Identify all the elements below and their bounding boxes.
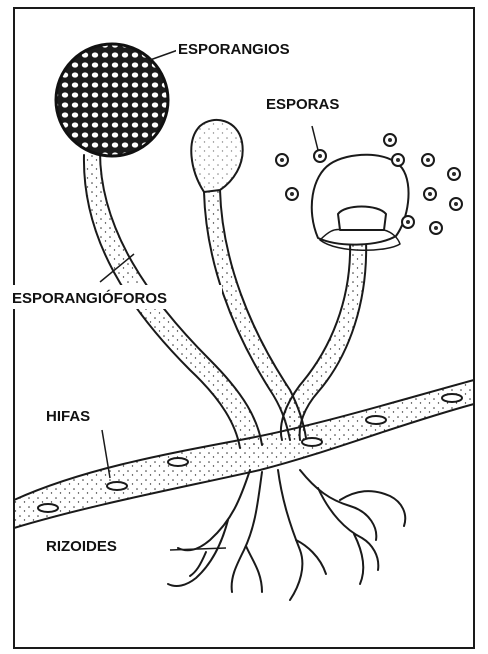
spore	[424, 188, 436, 200]
sporangiophore-2	[191, 120, 306, 440]
leader-sporangia	[150, 50, 178, 60]
spore	[384, 134, 396, 146]
hypha-vacuole	[38, 504, 58, 512]
label-spores: ESPORAS	[266, 96, 339, 113]
sporangium-dark	[56, 44, 168, 156]
label-sporangia: ESPORANGIOS	[178, 41, 290, 58]
hypha-vacuole	[442, 394, 462, 402]
spore	[276, 154, 288, 166]
hypha-vacuole	[366, 416, 386, 424]
rhizoids	[168, 470, 405, 600]
sporangiophore-3	[281, 240, 366, 440]
spore	[448, 168, 460, 180]
label-rhizoids: RIZOIDES	[46, 538, 117, 555]
label-hyphae: HIFAS	[46, 408, 90, 425]
spore	[450, 198, 462, 210]
sporangium-burst	[312, 155, 409, 251]
spore	[314, 150, 326, 162]
spore	[422, 154, 434, 166]
leader-spores	[312, 126, 318, 150]
spore	[392, 154, 404, 166]
spore	[430, 222, 442, 234]
hypha-vacuole	[107, 482, 127, 490]
label-sporangiophores: ESPORANGIÓFOROS	[12, 289, 167, 307]
spore	[286, 188, 298, 200]
spore	[402, 216, 414, 228]
hypha-vacuole	[168, 458, 188, 466]
hypha-vacuole	[302, 438, 322, 446]
